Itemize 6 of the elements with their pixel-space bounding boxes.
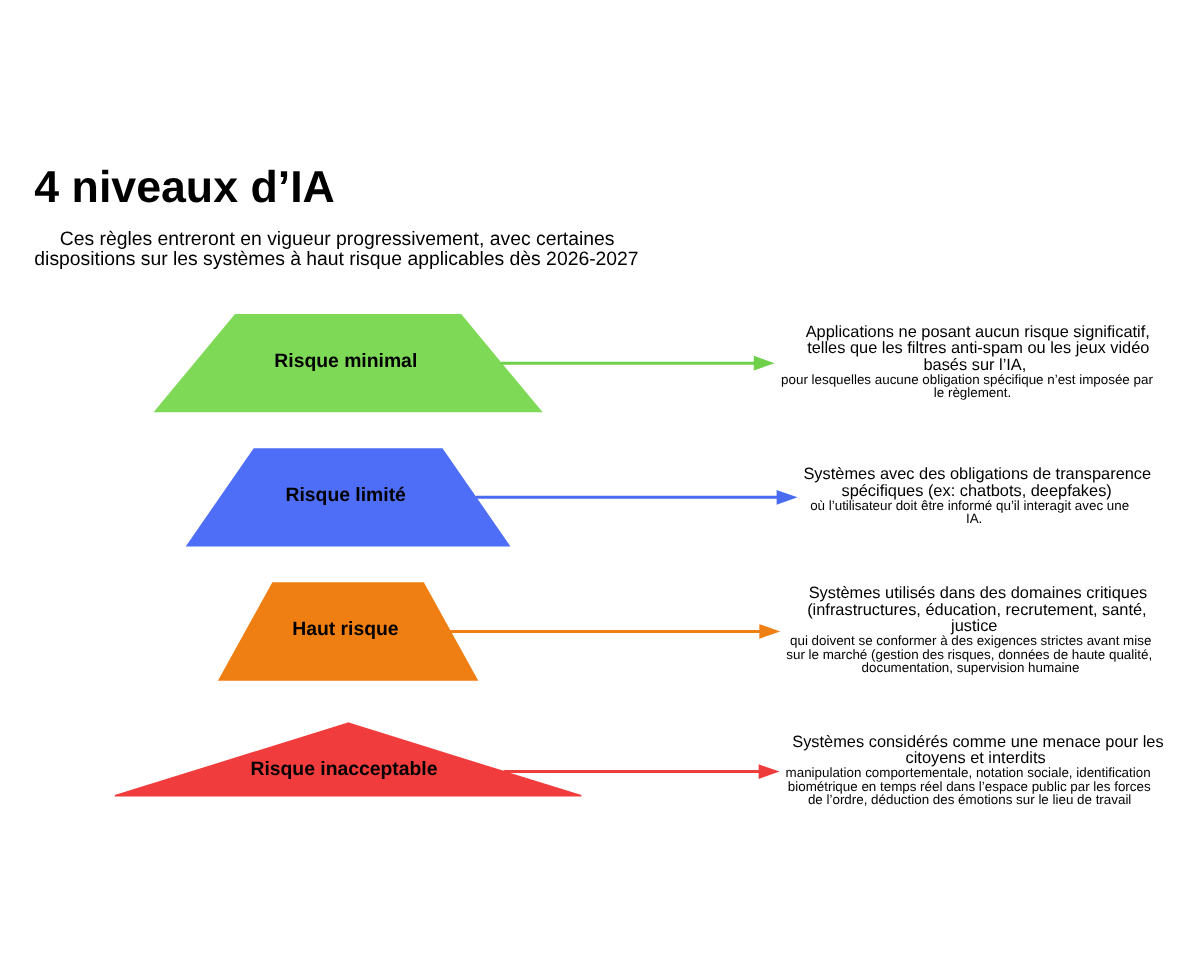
arrow [501,354,775,370]
caption: Ces règles entreront en vigueur progressivement, avec certaines dispositions sur les systèmes à haut risque applicables dès 2026-2027 [34,227,639,271]
arrow [475,489,798,504]
arrow [450,623,781,638]
arrow [503,763,780,778]
diagram-title: 4 niveaux d’IA [34,161,335,212]
